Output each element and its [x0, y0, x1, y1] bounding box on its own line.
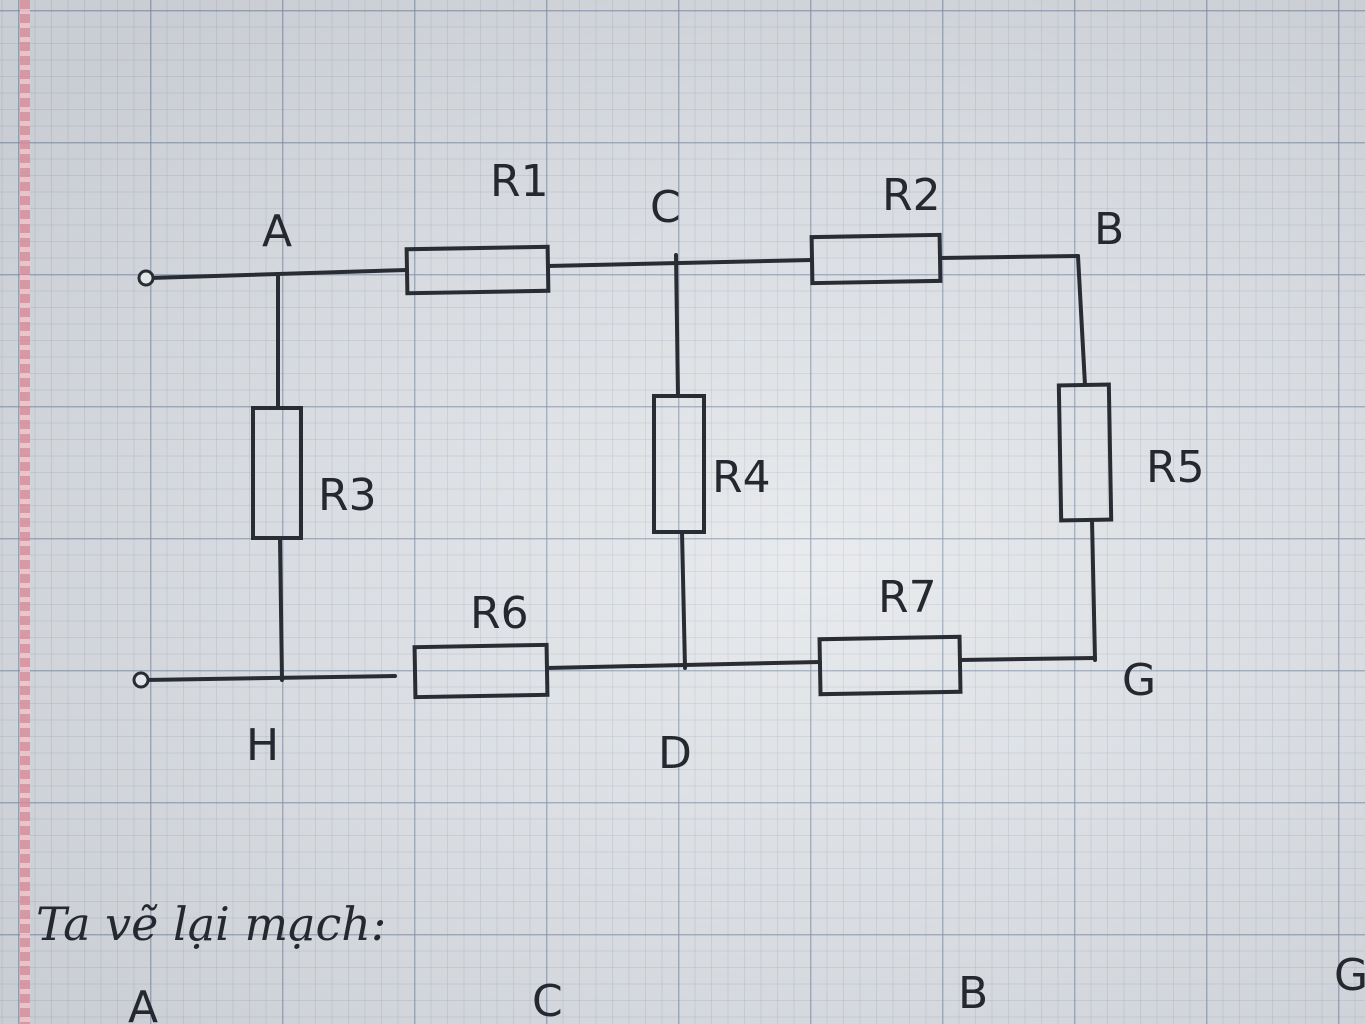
resistor-label-r2: R2 — [882, 170, 941, 221]
node-label-h: H — [246, 720, 279, 771]
resistor-label-r6: R6 — [470, 588, 529, 639]
terminal-h — [132, 671, 150, 689]
wire-c-r4 — [674, 253, 680, 398]
resistor-label-r7: R7 — [878, 572, 937, 623]
resistor-r1 — [404, 244, 551, 296]
notebook-margin-line — [20, 0, 30, 1024]
node-label-g: G — [1122, 655, 1156, 706]
note-label-g: G — [1334, 950, 1365, 1001]
resistor-label-r3: R3 — [318, 470, 377, 521]
resistor-r7 — [817, 634, 963, 697]
wire-right-lower — [1090, 518, 1097, 662]
note-label-c: C — [532, 976, 563, 1024]
node-label-c: C — [650, 182, 681, 233]
node-label-d: D — [658, 728, 692, 779]
node-label-b: B — [1094, 204, 1124, 255]
resistor-r6 — [412, 642, 550, 700]
resistor-label-r4: R4 — [712, 452, 771, 503]
wire-top-middle — [546, 258, 814, 268]
note-label-a: A — [128, 982, 158, 1024]
resistor-r4 — [652, 394, 706, 534]
resistor-label-r1: R1 — [490, 156, 549, 207]
wire-bottom-right — [958, 656, 1097, 662]
resistor-label-r5: R5 — [1146, 442, 1205, 493]
wire-top-right — [938, 254, 1080, 260]
wire-r3-h — [278, 536, 284, 682]
wire-r4-d — [680, 530, 687, 670]
note-text: Ta vẽ lại mạch: — [36, 897, 386, 951]
resistor-r5 — [1056, 382, 1114, 523]
node-label-a: A — [262, 206, 292, 257]
wire-bottom-left — [143, 674, 397, 682]
terminal-a — [137, 269, 155, 287]
note-label-b: B — [958, 968, 988, 1019]
resistor-r3 — [251, 406, 303, 540]
wire-right-upper — [1076, 254, 1087, 387]
resistor-r2 — [809, 232, 943, 286]
